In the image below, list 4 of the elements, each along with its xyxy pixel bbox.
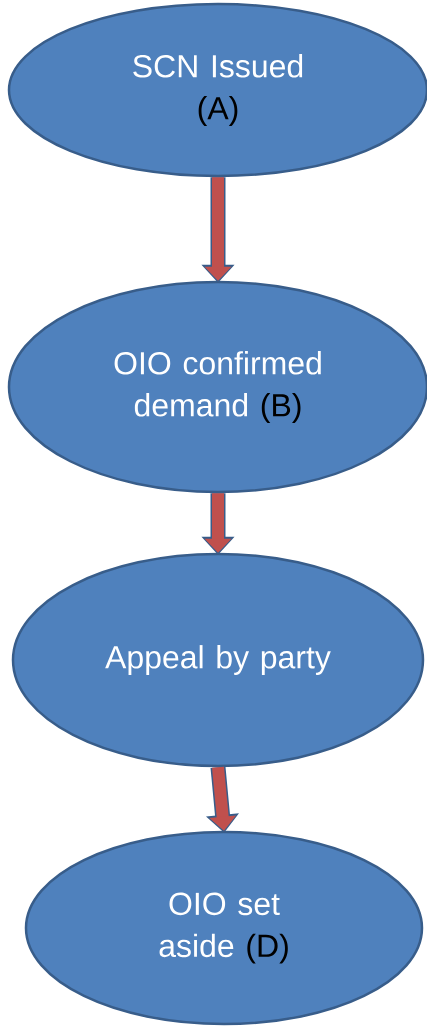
ellipse-node: SCN Issued (A)	[7, 2, 427, 178]
ellipse-node: OIO set aside (D)	[24, 830, 424, 1026]
ellipse-node: OIO confirmed demand (B)	[7, 280, 427, 494]
ellipse-node: Appeal by party	[11, 552, 425, 768]
